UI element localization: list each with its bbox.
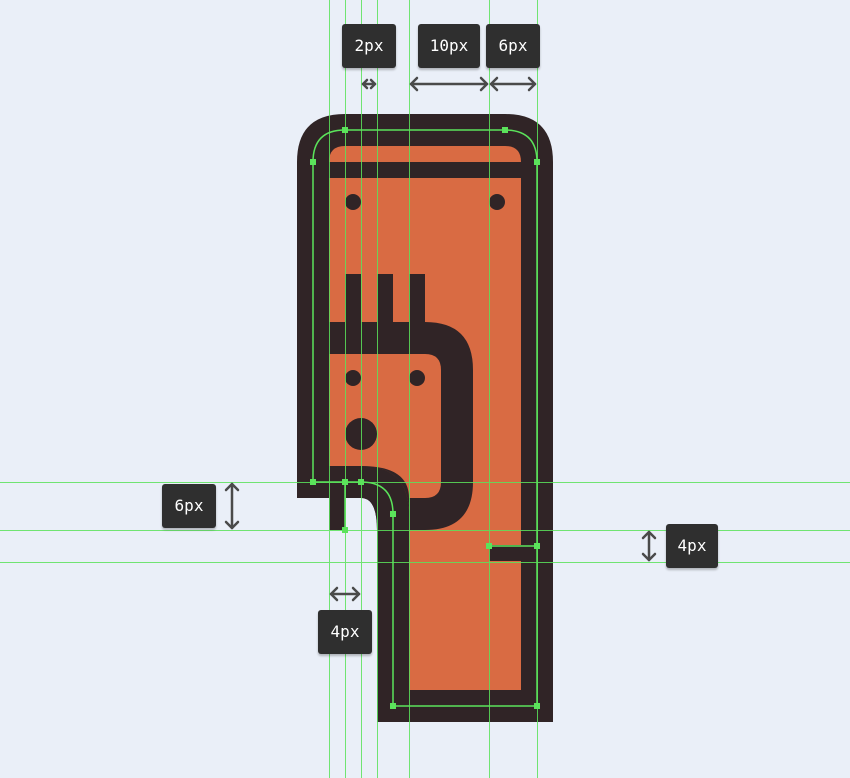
anchor: [310, 159, 316, 165]
dimension-label-6px-top: 6px: [486, 24, 540, 68]
anchor: [534, 159, 540, 165]
double-headed-horizontal-arrow-icon: [489, 76, 537, 92]
hair-spike-3: [409, 274, 425, 334]
anchor: [502, 127, 508, 133]
hair-spike-2: [377, 274, 393, 334]
small-bar: [489, 545, 537, 561]
anchor: [342, 127, 348, 133]
tag-top-band: [329, 162, 521, 178]
measure-arrows: [224, 76, 657, 602]
anchor: [342, 479, 348, 485]
anchor: [358, 479, 364, 485]
leg-gap: [345, 498, 361, 530]
anchor: [390, 703, 396, 709]
anchor: [390, 511, 396, 517]
anchor: [342, 527, 348, 533]
selection-path: [312, 129, 538, 707]
dimension-label-6px-left: 6px: [162, 484, 216, 528]
anchor: [534, 703, 540, 709]
rivet-right: [489, 194, 505, 210]
double-headed-horizontal-arrow-icon: [329, 586, 361, 602]
selection-outline: [312, 129, 538, 707]
double-headed-vertical-arrow-icon: [224, 482, 240, 530]
double-headed-horizontal-arrow-icon: [361, 78, 377, 90]
hair-spike-1: [345, 274, 361, 334]
anchor: [486, 543, 492, 549]
dimension-label-4px-right: 4px: [666, 524, 718, 568]
dimension-label-4px-bottom: 4px: [318, 610, 372, 654]
leg-left: [329, 498, 345, 530]
double-headed-vertical-arrow-icon: [641, 530, 657, 562]
dimension-label-10px: 10px: [418, 24, 480, 68]
eye-left: [345, 370, 361, 386]
anchor: [534, 543, 540, 549]
head-fill: [329, 354, 441, 498]
rivet-left: [345, 194, 361, 210]
double-headed-horizontal-arrow-icon: [409, 76, 489, 92]
anchor-points: [310, 127, 540, 709]
anchor: [310, 479, 316, 485]
eye-right: [409, 370, 425, 386]
character-face: [329, 274, 473, 530]
dimension-label-2px: 2px: [342, 24, 396, 68]
